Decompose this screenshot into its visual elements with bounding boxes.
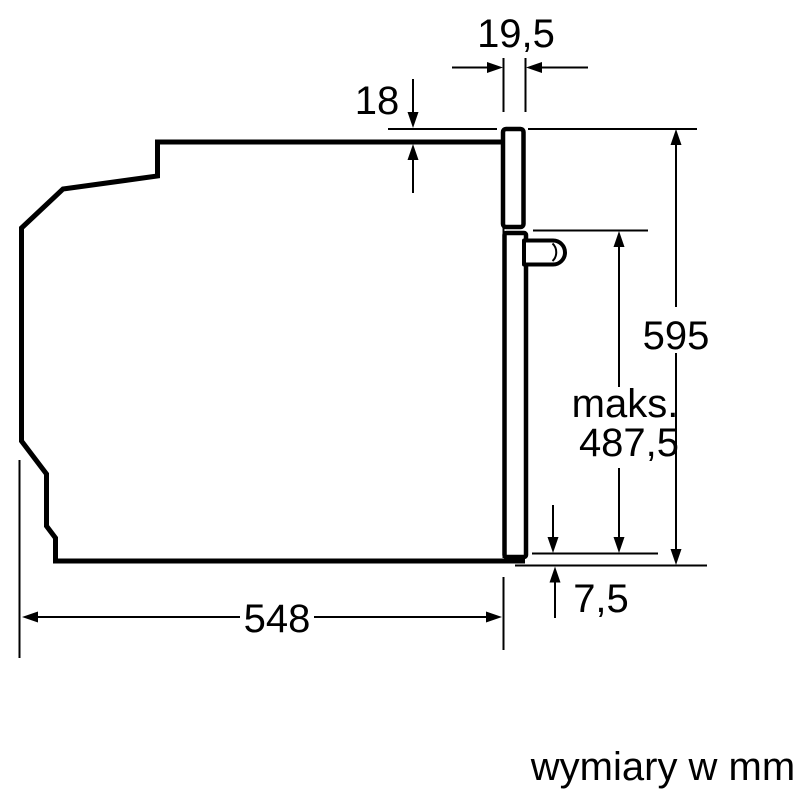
arrowhead-down-icon	[613, 537, 625, 553]
arrowhead-up-icon	[549, 566, 561, 583]
dimension-label-548: 548	[244, 597, 311, 641]
dimension-top-protrusion: 18	[355, 79, 497, 193]
door-handle-end-detail	[551, 242, 558, 262]
door-handle	[522, 238, 567, 267]
arrowhead-up-icon	[407, 144, 419, 160]
arrowhead-left-icon	[22, 611, 38, 623]
dimension-bottom-overhang: 7,5	[547, 505, 629, 621]
dimension-label-487-5: 487,5	[579, 421, 679, 465]
oven-back-profile	[19, 139, 160, 559]
oven-front-assembly	[500, 126, 567, 560]
arrowhead-up-icon	[670, 129, 682, 145]
arrowhead-right-icon	[487, 62, 503, 73]
dimension-label-595: 595	[643, 314, 710, 358]
dimension-max-height: maks. 487,5	[532, 229, 679, 555]
arrowhead-down-icon	[547, 537, 559, 553]
dimension-total-height: 595	[515, 128, 710, 567]
arrowhead-up-icon	[613, 231, 625, 247]
arrowhead-left-icon	[526, 62, 542, 73]
arrowhead-down-icon	[407, 112, 419, 128]
dimension-label-7-5: 7,5	[573, 577, 629, 621]
arrowhead-right-icon	[486, 611, 502, 623]
units-note: wymiary w mm	[530, 745, 795, 789]
dimension-depth: 548	[18, 460, 505, 658]
dimension-door-protrusion: 19,5	[452, 12, 588, 112]
dimension-label-19-5: 19,5	[477, 12, 555, 56]
dimension-label-18: 18	[355, 79, 400, 123]
oven-body-outline	[19, 137, 525, 564]
oven-door	[502, 230, 529, 560]
control-panel-strip	[500, 126, 526, 230]
arrowhead-down-icon	[670, 549, 682, 565]
dimension-label-maks: maks.	[572, 382, 679, 426]
